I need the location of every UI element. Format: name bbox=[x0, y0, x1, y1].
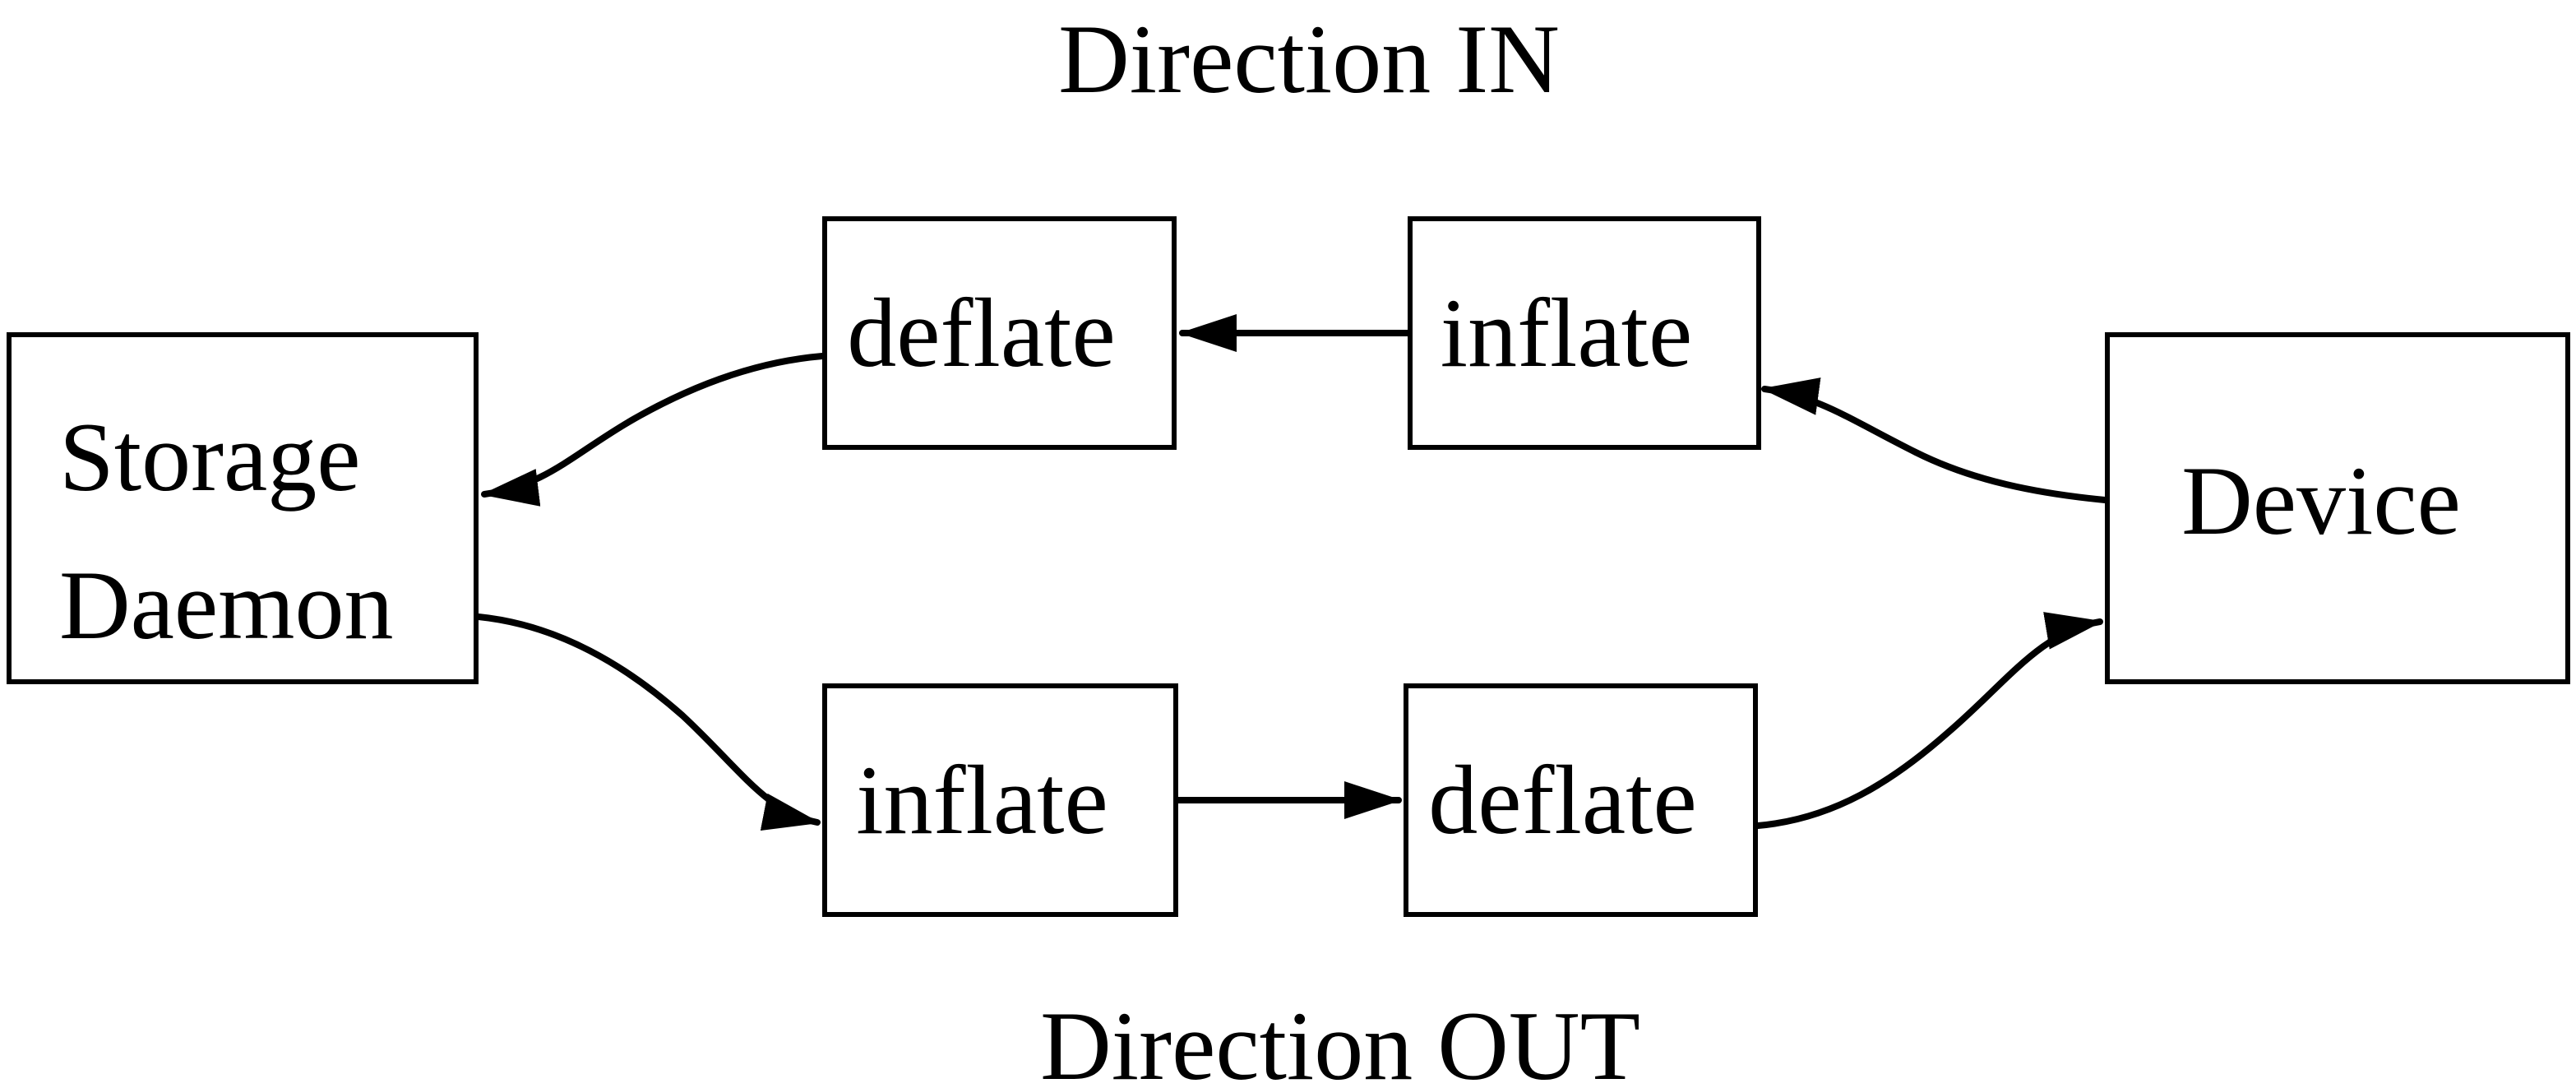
arrow-deflate-out-to-device bbox=[1755, 612, 2103, 829]
node-inflate-in-label: inflate bbox=[1440, 278, 1693, 387]
node-inflate-in: inflate bbox=[1408, 216, 1761, 450]
title-direction-out: Direction OUT bbox=[1040, 991, 1640, 1088]
node-inflate-out-label: inflate bbox=[856, 745, 1108, 854]
arrow-device-to-inflate-in bbox=[1761, 377, 2108, 503]
arrow-deflate-in-to-storage-daemon bbox=[481, 353, 826, 507]
node-storage-daemon: Storage Daemon bbox=[7, 332, 479, 684]
node-inflate-out: inflate bbox=[822, 683, 1178, 917]
node-device: Device bbox=[2105, 332, 2570, 684]
node-storage-daemon-label-line1: Storage bbox=[59, 402, 361, 512]
node-deflate-in: deflate bbox=[822, 216, 1177, 450]
title-direction-in: Direction IN bbox=[1058, 4, 1560, 113]
node-device-label: Device bbox=[2181, 446, 2461, 555]
node-deflate-out-label: deflate bbox=[1428, 745, 1697, 854]
node-storage-daemon-label: Storage Daemon bbox=[59, 383, 394, 679]
node-storage-daemon-label-line2: Daemon bbox=[59, 550, 394, 660]
arrow-storage-daemon-to-inflate-out bbox=[475, 613, 821, 831]
node-deflate-out: deflate bbox=[1404, 683, 1758, 917]
node-deflate-in-label: deflate bbox=[847, 278, 1116, 387]
